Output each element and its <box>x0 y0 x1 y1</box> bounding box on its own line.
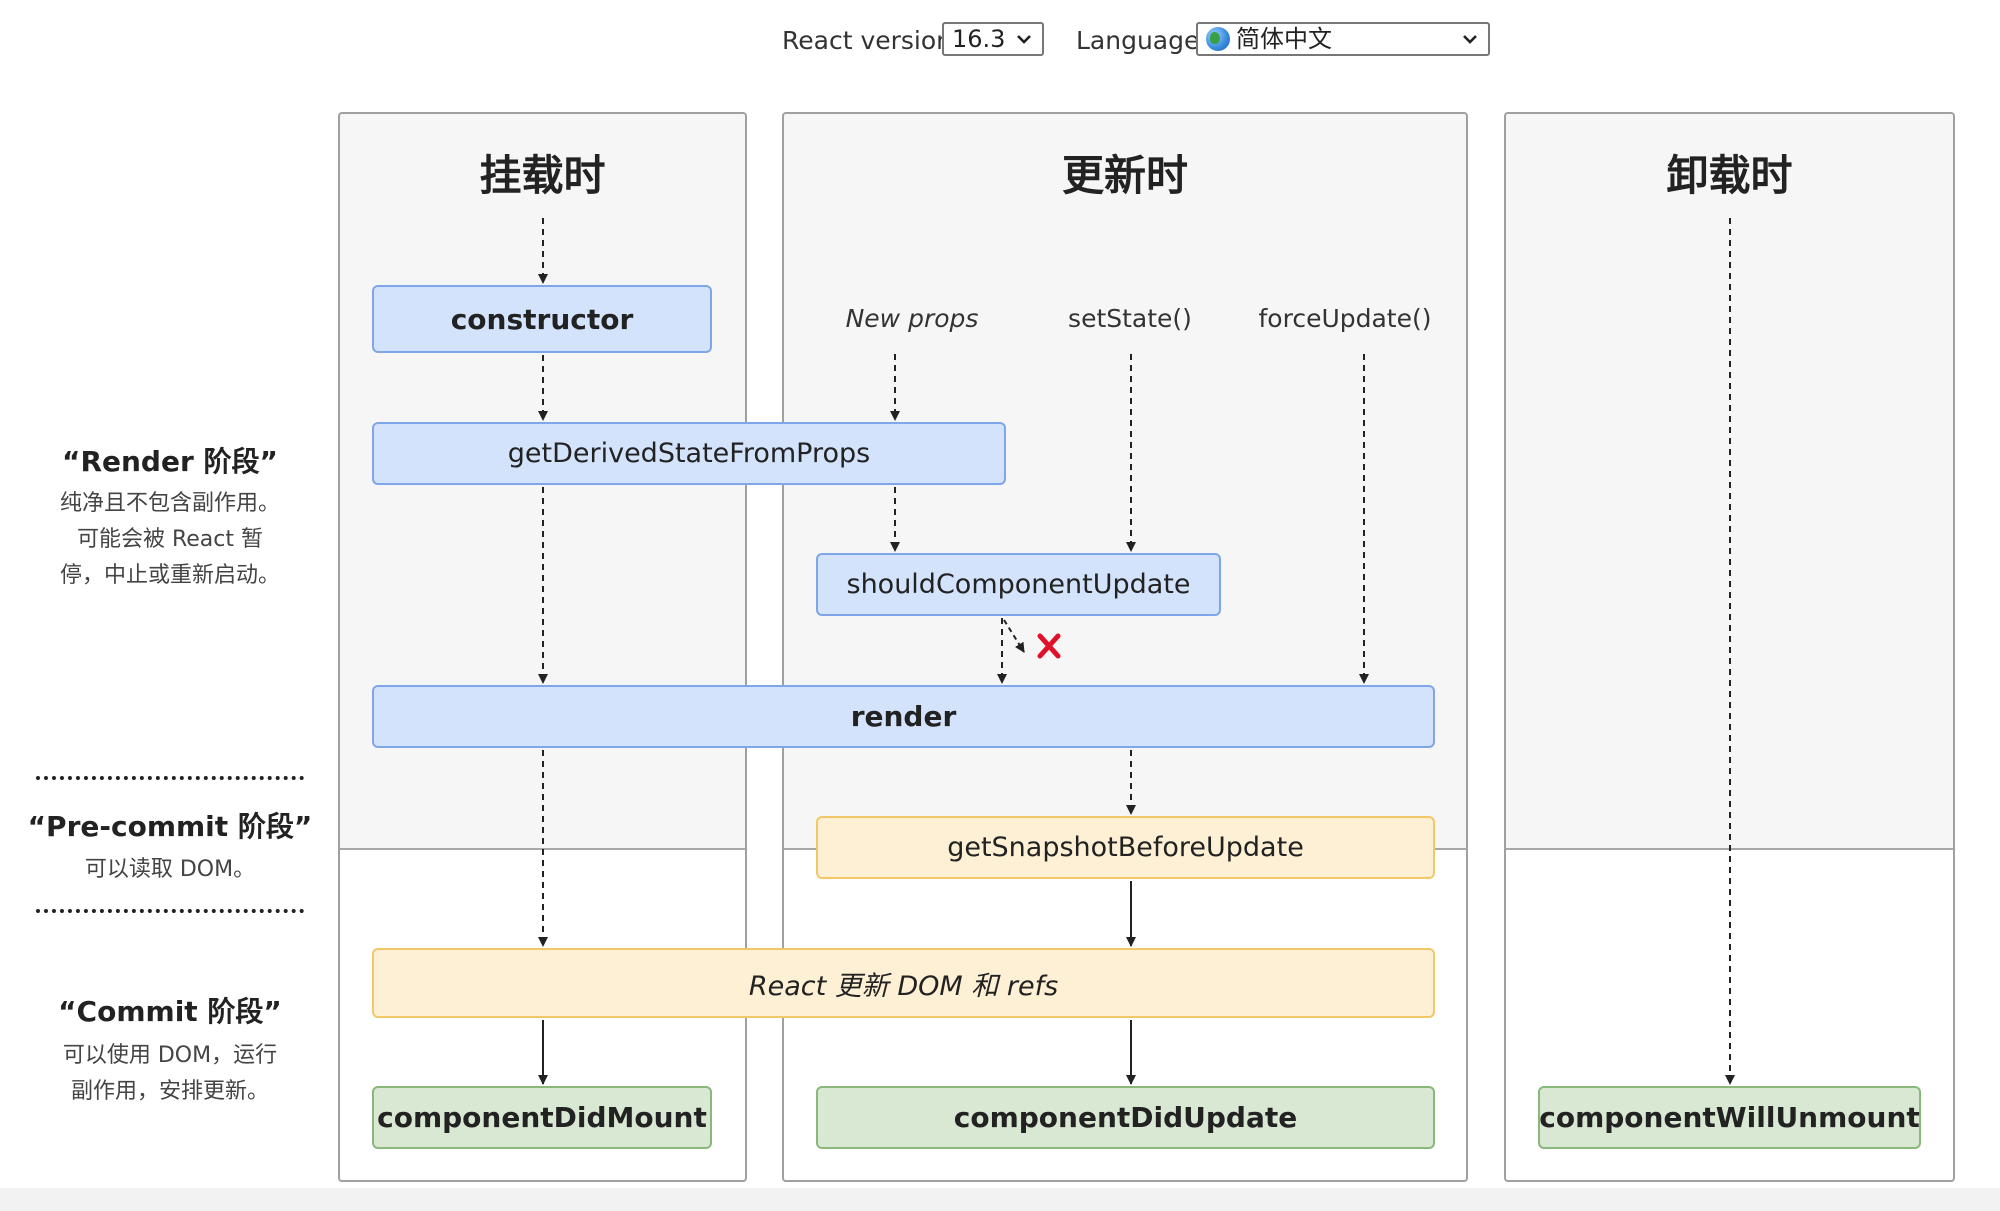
update-phase-title: 更新时 <box>1061 151 1188 200</box>
update-panel <box>782 112 1468 1182</box>
render-box: render <box>372 685 1435 748</box>
unmount-panel <box>1504 112 1955 1182</box>
precommit-stage-title: “Pre-commit 阶段” <box>27 810 313 843</box>
top-controls: React version 16.3 Language 简体中文 <box>0 20 2000 60</box>
page-bottom-band <box>0 1188 2000 1211</box>
globe-icon <box>1206 27 1230 51</box>
component-did-mount-box: componentDidMount <box>372 1086 712 1149</box>
unmount-phase-title: 卸载时 <box>1666 151 1793 200</box>
react-version-label: React version <box>782 26 953 55</box>
mount-phase-title: 挂载时 <box>479 151 606 200</box>
render-stage-desc: 纯净且不包含副作用。 可能会被 React 暂 停，中止或重新启动。 <box>30 486 310 594</box>
stage-divider <box>36 909 304 913</box>
mount-panel <box>338 112 747 1182</box>
render-stage-desc-line: 停，中止或重新启动。 <box>59 563 280 588</box>
chevron-down-icon <box>1017 35 1031 44</box>
chevron-down-icon <box>1463 35 1477 44</box>
commit-stage-desc: 可以使用 DOM，运行 副作用，安排更新。 <box>30 1038 310 1110</box>
language-label: Language <box>1076 26 1200 55</box>
commit-stage-desc-line: 可以使用 DOM，运行 <box>62 1043 278 1068</box>
react-version-select[interactable]: 16.3 <box>942 22 1044 56</box>
precommit-stage-desc-line: 可以读取 DOM。 <box>84 857 256 882</box>
constructor-box: constructor <box>372 285 712 353</box>
stage-divider <box>36 776 304 780</box>
commit-stage-title: “Commit 阶段” <box>58 995 282 1028</box>
react-updates-dom-box: React 更新 DOM 和 refs <box>372 948 1435 1018</box>
component-did-update-box: componentDidUpdate <box>816 1086 1435 1149</box>
commit-stage-desc-line: 副作用，安排更新。 <box>70 1079 269 1104</box>
render-stage-desc-line: 可能会被 React 暂 <box>76 527 264 552</box>
react-version-value: 16.3 <box>952 25 1006 53</box>
force-update-trigger: forceUpdate() <box>1258 304 1432 333</box>
set-state-trigger: setState() <box>1068 304 1192 333</box>
new-props-trigger: New props <box>845 304 979 333</box>
render-stage-title: “Render 阶段” <box>62 445 278 478</box>
should-component-update-box: shouldComponentUpdate <box>816 553 1221 616</box>
precommit-stage-desc: 可以读取 DOM。 <box>30 852 310 888</box>
get-snapshot-box: getSnapshotBeforeUpdate <box>816 816 1435 879</box>
get-derived-state-box: getDerivedStateFromProps <box>372 422 1006 485</box>
component-will-unmount-box: componentWillUnmount <box>1538 1086 1921 1149</box>
language-value: 简体中文 <box>1236 25 1332 53</box>
render-stage-desc-line: 纯净且不包含副作用。 <box>59 491 280 516</box>
language-select[interactable]: 简体中文 <box>1196 22 1490 56</box>
